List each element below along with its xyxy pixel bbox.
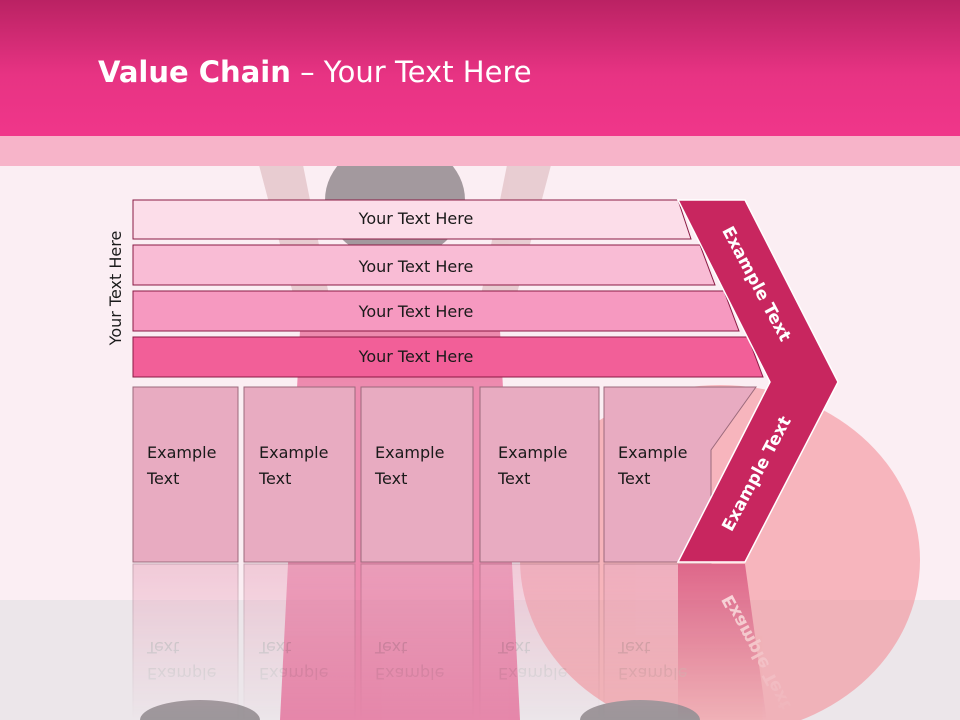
primary-box-3 <box>360 386 474 563</box>
support-row-2-label: Your Text Here <box>358 257 474 276</box>
reflection-box-2 <box>243 563 356 720</box>
primary-box-2 <box>243 386 356 563</box>
support-row-4-label: Your Text Here <box>358 347 474 366</box>
margin-chevron <box>676 199 839 563</box>
primary-box-3-line1: Example <box>375 443 444 462</box>
primary-box-5-line1: Example <box>618 443 687 462</box>
reflection-box-4 <box>479 563 600 720</box>
primary-box-2-line2: Text <box>258 469 291 488</box>
reflection-box-2-line1: Example <box>259 664 328 683</box>
side-label: Your Text Here <box>106 231 125 347</box>
reflection-box-4-line2: Text <box>497 638 530 657</box>
support-row-1 <box>132 199 692 240</box>
primary-box-3-line2: Text <box>374 469 407 488</box>
reflection-box-5-line1: Example <box>618 664 687 683</box>
reflection-box-4-line1: Example <box>498 664 567 683</box>
primary-box-1 <box>132 386 239 563</box>
slide-title: Value Chain – Your Text Here <box>98 55 532 89</box>
primary-box-4-line1: Example <box>498 443 567 462</box>
title-bar-band <box>0 136 960 166</box>
reflection-box-1-line1: Example <box>147 664 216 683</box>
support-row-4 <box>132 336 764 378</box>
primary-box-1-line2: Text <box>146 469 179 488</box>
primary-box-5-line2: Text <box>617 469 650 488</box>
primary-box-2-line1: Example <box>259 443 328 462</box>
reflection-box-3-line1: Example <box>375 664 444 683</box>
primary-box-1-line1: Example <box>147 443 216 462</box>
reflection-box-3-line2: Text <box>374 638 407 657</box>
diagram-reflection: Example Text Example Text Example Text E… <box>132 563 796 720</box>
reflection-box-5-line2: Text <box>617 638 650 657</box>
support-row-3 <box>132 290 740 332</box>
title-rest: – Your Text Here <box>290 55 532 89</box>
primary-box-4 <box>479 386 600 563</box>
primary-box-4-line2: Text <box>497 469 530 488</box>
support-row-1-label: Your Text Here <box>358 209 474 228</box>
support-row-3-label: Your Text Here <box>358 302 474 321</box>
support-row-2 <box>132 244 716 286</box>
title-bold: Value Chain <box>98 55 291 89</box>
reflection-box-2-line2: Text <box>258 638 291 657</box>
title-bar <box>0 0 960 136</box>
reflection-box-3 <box>360 563 474 720</box>
reflection-box-1 <box>132 563 239 720</box>
reflection-chevron <box>678 564 767 720</box>
reflection-box-1-line2: Text <box>146 638 179 657</box>
